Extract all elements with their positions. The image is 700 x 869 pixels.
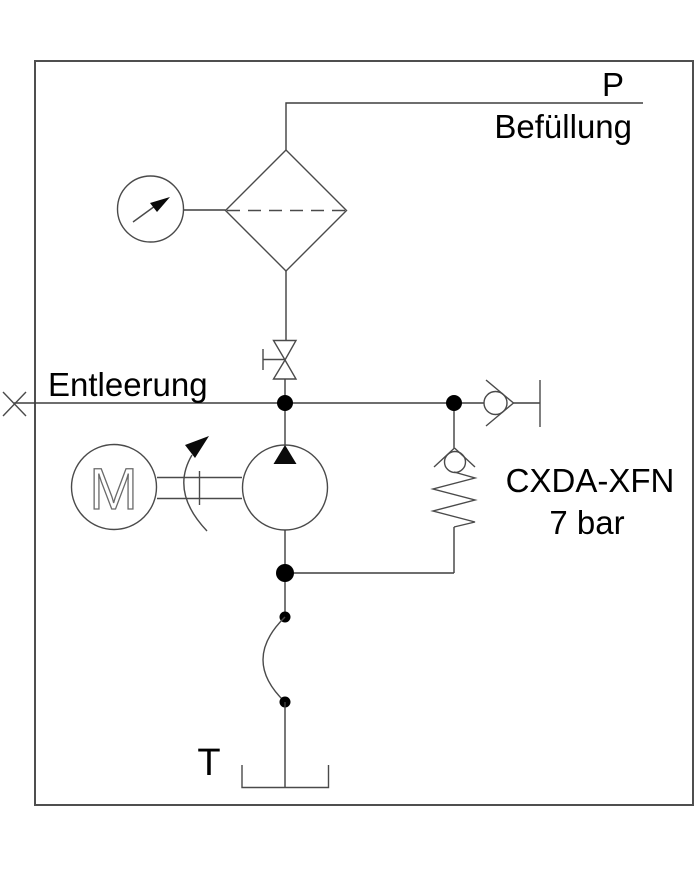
plug-cross-line-2 — [2, 391, 27, 417]
junction-dot — [277, 395, 293, 411]
pressure-gauge-icon — [116, 175, 226, 243]
pump-icon — [241, 403, 329, 617]
port-p-label: P — [602, 66, 624, 103]
junction-dot — [276, 564, 294, 582]
befuellung-label: Befüllung — [494, 108, 632, 145]
port-p: P Befüllung — [285, 66, 643, 150]
drain-line: Entleerung — [2, 366, 484, 417]
tank-icon: T — [197, 702, 330, 789]
drain-plug-icon — [2, 391, 27, 417]
gauge-needle — [132, 205, 156, 223]
entleerung-label: Entleerung — [48, 366, 208, 403]
valve-model-label: CXDA-XFN — [506, 462, 675, 499]
junction-dot — [446, 395, 462, 411]
motor-icon: M — [70, 443, 158, 531]
motor-circle — [70, 443, 158, 531]
shutoff-valve-icon — [262, 339, 298, 380]
port-p-line — [285, 102, 643, 150]
relief-spring — [430, 471, 478, 528]
port-t-label: T — [197, 742, 220, 784]
relief-ball — [443, 450, 467, 474]
pump-direction-triangle — [273, 445, 297, 464]
flexible-hose-icon — [262, 611, 291, 708]
drawing-border — [34, 60, 694, 806]
motor-label: M — [89, 457, 137, 522]
check-valve-seat-lower — [485, 402, 514, 427]
gauge-dial — [116, 175, 185, 243]
valve-pressure-label: 7 bar — [549, 504, 624, 541]
gauge-needle-head — [150, 197, 170, 212]
check-valve-icon — [483, 379, 541, 427]
valve-upper-triangle — [272, 339, 298, 362]
hose-arc — [262, 616, 286, 703]
relief-seat-left — [433, 447, 455, 468]
filter-icon — [224, 149, 348, 272]
check-valve-ball — [483, 390, 508, 416]
valve-lower-triangle — [272, 358, 298, 380]
shaft-coupling — [157, 471, 242, 505]
relief-valve-icon — [285, 403, 478, 574]
check-valve-seat-upper — [485, 379, 514, 404]
tank-symbol — [241, 765, 330, 789]
filter-diamond — [224, 149, 348, 272]
rotation-arrowhead — [185, 436, 209, 458]
rotation-arrow-icon — [183, 436, 209, 532]
rotation-arc — [183, 454, 208, 532]
